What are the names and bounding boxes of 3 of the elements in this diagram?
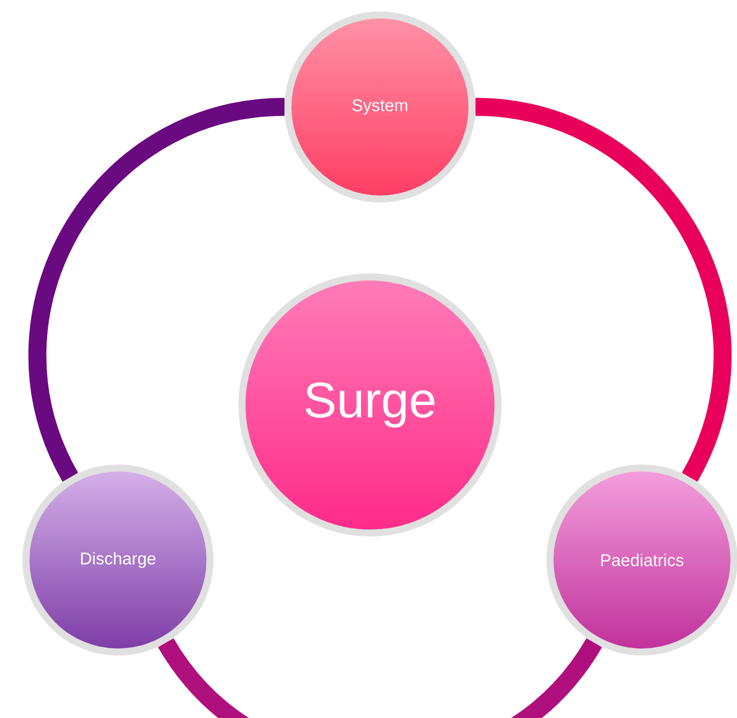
ring-arc bbox=[158, 638, 602, 718]
ring-arc bbox=[28, 98, 286, 482]
ring-arc bbox=[474, 98, 732, 482]
